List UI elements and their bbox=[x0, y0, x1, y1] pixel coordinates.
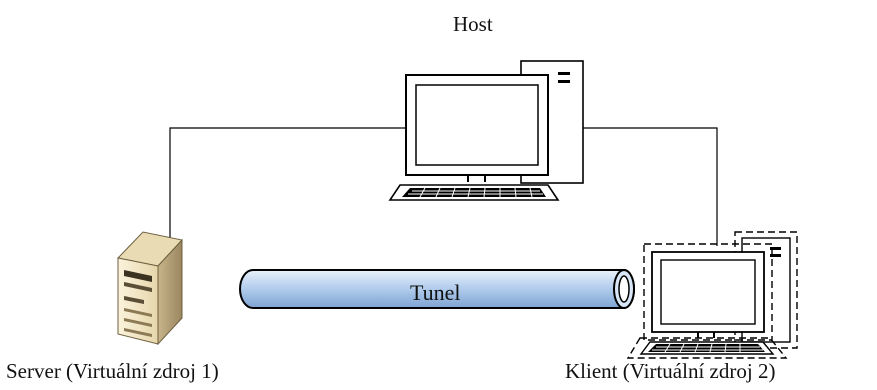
tunnel-pipe bbox=[239, 269, 635, 309]
tunnel-label: Tunel bbox=[410, 280, 461, 305]
host-computer-icon bbox=[388, 60, 584, 201]
host-label: Host bbox=[453, 12, 493, 36]
client-label: Klient (Virtuální zdroj 2) bbox=[565, 359, 776, 383]
host-client-line bbox=[582, 127, 718, 246]
connection-lines bbox=[169, 127, 718, 248]
server-icon bbox=[117, 231, 183, 346]
client-computer-icon bbox=[626, 231, 798, 359]
server-label: Server (Virtuální zdroj 1) bbox=[6, 359, 219, 383]
server-host-line bbox=[169, 127, 405, 248]
